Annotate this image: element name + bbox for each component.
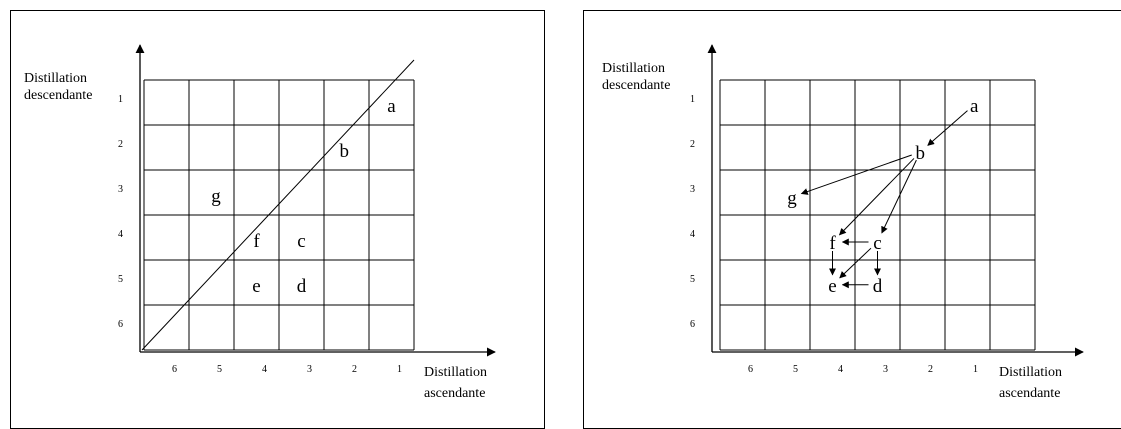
left-x-axis-title-line1: Distillation <box>424 365 487 380</box>
right-y-ticks: 1 2 3 4 5 6 <box>690 94 695 330</box>
right-panel: Distillation descendante Distillation as… <box>583 10 1121 429</box>
right-y-tick: 6 <box>690 319 695 330</box>
left-letter-d: d <box>297 276 307 297</box>
right-letter-g: g <box>787 188 797 209</box>
right-y-tick: 2 <box>690 139 695 150</box>
arrow-a-to-b <box>927 110 968 146</box>
right-x-axis-title-line1: Distillation <box>999 365 1062 380</box>
left-x-tick: 5 <box>217 364 222 375</box>
left-x-tick: 3 <box>307 364 312 375</box>
left-y-tick: 3 <box>118 184 123 195</box>
right-letter-d: d <box>873 276 883 297</box>
arrow-b-to-g <box>800 154 912 195</box>
left-letter-e: e <box>252 276 260 297</box>
right-letter-a: a <box>970 96 979 117</box>
arrow-c-to-e <box>839 247 872 279</box>
left-y-tick: 1 <box>118 94 123 105</box>
left-letter-b: b <box>340 141 350 162</box>
right-x-tick: 5 <box>793 364 798 375</box>
right-x-tick: 1 <box>973 364 978 375</box>
right-y-axis-title-line1: Distillation <box>602 61 665 76</box>
right-letter-f: f <box>829 233 836 254</box>
right-x-tick: 6 <box>748 364 753 375</box>
left-x-axis-title-line2: ascendante <box>424 386 485 401</box>
left-y-axis-title-line1: Distillation <box>24 71 87 86</box>
left-y-axis-title-line2: descendante <box>24 88 92 103</box>
left-x-tick: 2 <box>352 364 357 375</box>
left-x-tick: 1 <box>397 364 402 375</box>
left-letter-a: a <box>387 96 396 117</box>
left-letters: a b g f c e d <box>211 96 396 297</box>
right-letters: a b g f c e d <box>787 96 979 297</box>
right-x-tick: 4 <box>838 364 843 375</box>
left-grid <box>143 79 415 351</box>
right-y-tick: 5 <box>690 274 695 285</box>
right-x-ticks: 6 5 4 3 2 1 <box>748 364 978 375</box>
right-letter-b: b <box>916 143 926 164</box>
right-x-tick: 3 <box>883 364 888 375</box>
left-letter-c: c <box>297 231 305 252</box>
right-letter-c: c <box>873 233 881 254</box>
left-y-tick: 2 <box>118 139 123 150</box>
left-y-tick: 4 <box>118 229 123 240</box>
left-y-tick: 5 <box>118 274 123 285</box>
right-grid <box>719 79 1036 351</box>
right-y-axis-title-line2: descendante <box>602 78 670 93</box>
arrow-b-to-c <box>881 159 917 234</box>
left-letter-g: g <box>211 186 221 207</box>
left-panel: Distillation descendante Distillation as… <box>10 10 545 429</box>
left-y-tick: 6 <box>118 319 123 330</box>
right-letter-e: e <box>828 276 836 297</box>
right-y-tick: 4 <box>690 229 695 240</box>
left-diagonal-line <box>141 59 415 351</box>
left-x-tick: 6 <box>172 364 177 375</box>
right-arrows <box>800 110 968 289</box>
left-letter-f: f <box>253 231 260 252</box>
right-x-axis-title-line2: ascendante <box>999 386 1060 401</box>
right-y-tick: 1 <box>690 94 695 105</box>
left-x-ticks: 6 5 4 3 2 1 <box>172 364 402 375</box>
right-y-tick: 3 <box>690 184 695 195</box>
left-y-ticks: 1 2 3 4 5 6 <box>118 94 123 330</box>
right-x-tick: 2 <box>928 364 933 375</box>
arrow-b-to-f <box>838 158 915 236</box>
left-x-tick: 4 <box>262 364 267 375</box>
